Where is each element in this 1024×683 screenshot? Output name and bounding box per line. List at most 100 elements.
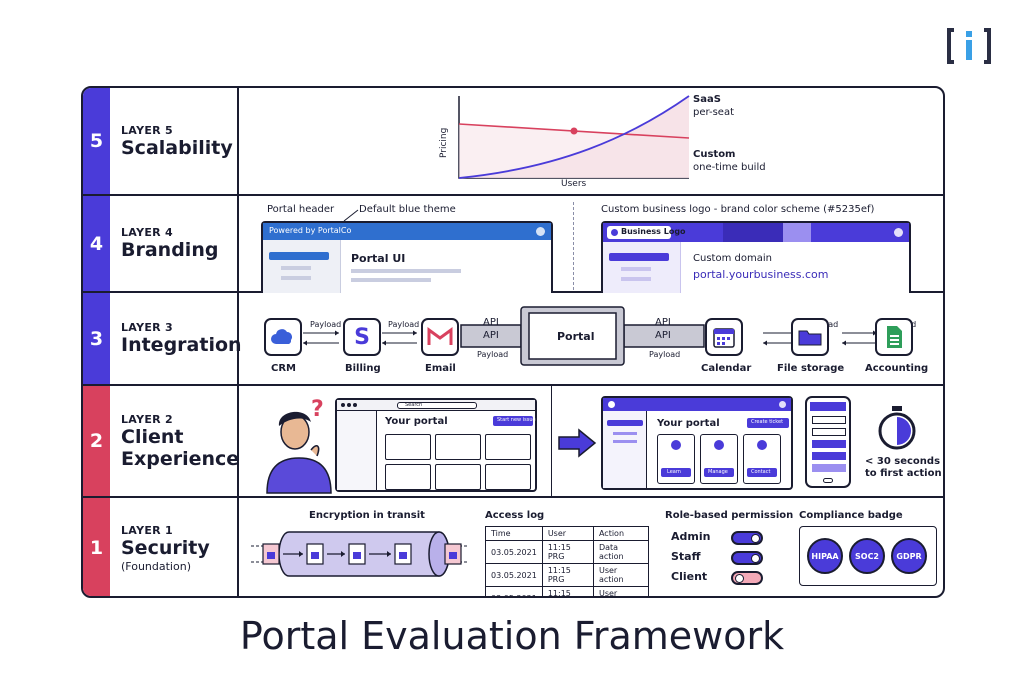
y-axis-label: Pricing <box>439 127 449 158</box>
hipaa-badge: HIPAA <box>807 538 843 574</box>
layer-number: 1 <box>83 498 110 596</box>
layer-small-label: LAYER 1 <box>121 523 174 537</box>
contact-tile[interactable] <box>743 434 781 484</box>
time-to-action-line1: < 30 seconds <box>865 456 941 467</box>
app-label-accounting: Accounting <box>865 363 929 374</box>
app-label-crm: CRM <box>271 363 296 374</box>
page-title: Portal Evaluation Framework <box>239 614 785 658</box>
payload-label: Payload <box>388 320 420 329</box>
col-header: User <box>541 526 594 541</box>
gdpr-badge: GDPR <box>891 538 927 574</box>
powered-by-label: Powered by PortalCo <box>269 226 352 235</box>
table-cell: User action <box>592 586 650 596</box>
custom-domain-label: Custom domain <box>693 253 772 264</box>
compliance-label: Compliance badge <box>799 510 903 521</box>
table-cell: 03.05.2021 <box>485 563 543 587</box>
stopwatch-icon <box>878 406 916 450</box>
learn-tile[interactable] <box>657 434 695 484</box>
client-experience-content: ? Search Your portal Start new issue <box>239 386 943 498</box>
layer-4-row: 4 LAYER 4 Branding Portal header Default… <box>83 196 943 293</box>
app-label-calendar: Calendar <box>701 363 752 374</box>
search-placeholder: Search <box>405 402 423 408</box>
payload-label: Payload <box>649 350 681 359</box>
spreadsheet-icon <box>887 326 902 348</box>
access-log-label: Access log <box>485 510 545 521</box>
portal-ui-label: Portal UI <box>351 252 406 265</box>
crm-card[interactable] <box>264 318 302 356</box>
cloud-icon <box>271 329 292 344</box>
table-cell: 11:15 PRG <box>541 586 594 596</box>
layer-subtitle: (Foundation) <box>121 559 191 573</box>
layer-number: 5 <box>83 88 110 194</box>
layer-5-row: 5 LAYER 5 Scalability Pricing Users SaaS… <box>83 88 943 196</box>
start-issue-button[interactable] <box>493 416 533 426</box>
layer-label: LAYER 5 Scalability <box>110 88 239 194</box>
window-dot <box>894 228 903 237</box>
your-portal-heading: Your portal <box>385 416 448 427</box>
layer-title-line1: Client <box>121 425 184 448</box>
x-axis-label: Users <box>561 179 587 189</box>
admin-toggle[interactable] <box>731 531 763 545</box>
email-card[interactable] <box>421 318 459 356</box>
app-label-email: Email <box>425 363 456 374</box>
transform-arrow-icon <box>558 428 597 458</box>
integration-arrows <box>303 306 877 366</box>
table-cell: 11:15 PRG <box>541 563 594 587</box>
col-header: Time <box>485 526 543 541</box>
custom-domain-value: portal.yourbusiness.com <box>693 268 829 281</box>
tile-label-learn: Learn <box>667 469 681 475</box>
table-cell: Data action <box>592 540 650 564</box>
table-row: 03.05.2021 11:15 PRG User action <box>485 563 650 587</box>
payload-label: Payload <box>477 350 509 359</box>
branded-portal-mock: Business Logo Custom domain portal.yourb… <box>601 221 911 293</box>
rbp-label: Role-based permission <box>665 510 794 521</box>
api-label: API <box>483 317 499 328</box>
table-row: 03.05.2021 11:15 PRG Data action <box>485 540 650 564</box>
layer-label: LAYER 3 Integration <box>110 293 242 384</box>
soc2-badge: SOC2 <box>849 538 885 574</box>
app-label-file-storage: File storage <box>777 363 845 374</box>
framework-frame: 5 LAYER 5 Scalability Pricing Users SaaS… <box>81 86 945 598</box>
confused-user-icon: ? <box>266 397 332 494</box>
saas-sublabel: per-seat <box>693 107 734 118</box>
layer-label: LAYER 2 Client Experience <box>110 386 239 496</box>
divider <box>573 202 574 290</box>
info-bracket-icon <box>947 28 991 64</box>
brand-logo-icon <box>611 229 618 236</box>
staff-toggle[interactable] <box>731 551 763 565</box>
client-toggle[interactable] <box>731 571 763 585</box>
layer-2-row: 2 LAYER 2 Client Experience ? Searc <box>83 386 943 498</box>
table-cell: 03.05.2021 <box>485 586 543 596</box>
manage-tile[interactable] <box>700 434 738 484</box>
calendar-card[interactable] <box>705 318 743 356</box>
role-client: Client <box>671 570 708 583</box>
role-staff: Staff <box>671 550 701 563</box>
table-cell: 03.05.2021 <box>485 540 543 564</box>
create-ticket-button[interactable] <box>747 418 789 428</box>
layer-title: Integration <box>121 334 242 356</box>
tile-label-contact: Contact <box>751 469 771 475</box>
layer-small-label: LAYER 2 <box>121 412 174 426</box>
cluttered-portal-mock: Search Your portal Start new issue <box>335 398 537 492</box>
api-label: API <box>655 317 671 328</box>
saas-label: SaaS <box>693 94 721 105</box>
svg-text:?: ? <box>311 397 324 422</box>
search-input[interactable] <box>397 402 477 409</box>
create-ticket-label: Create ticket <box>751 419 784 425</box>
folder-icon <box>798 330 822 346</box>
col-header: Action <box>592 526 650 541</box>
branding-content: Portal header Default blue theme Powered… <box>239 196 943 293</box>
layer-title: Branding <box>121 239 219 261</box>
layer-3-row: 3 LAYER 3 Integration <box>83 293 943 386</box>
default-theme-label: Default blue theme <box>359 204 456 215</box>
layer-number: 2 <box>83 386 110 496</box>
file-storage-card[interactable] <box>791 318 829 356</box>
accounting-card[interactable] <box>875 318 913 356</box>
layer-title-line2: Experience <box>121 447 240 470</box>
role-admin: Admin <box>671 530 711 543</box>
table-row: 03.05.2021 11:15 PRG User action <box>485 586 650 596</box>
blue-header-bar <box>263 223 551 240</box>
default-portal-mock: Powered by PortalCo Portal UI <box>261 221 553 293</box>
billing-card[interactable]: S <box>343 318 381 356</box>
layer-title: Scalability <box>121 136 233 159</box>
